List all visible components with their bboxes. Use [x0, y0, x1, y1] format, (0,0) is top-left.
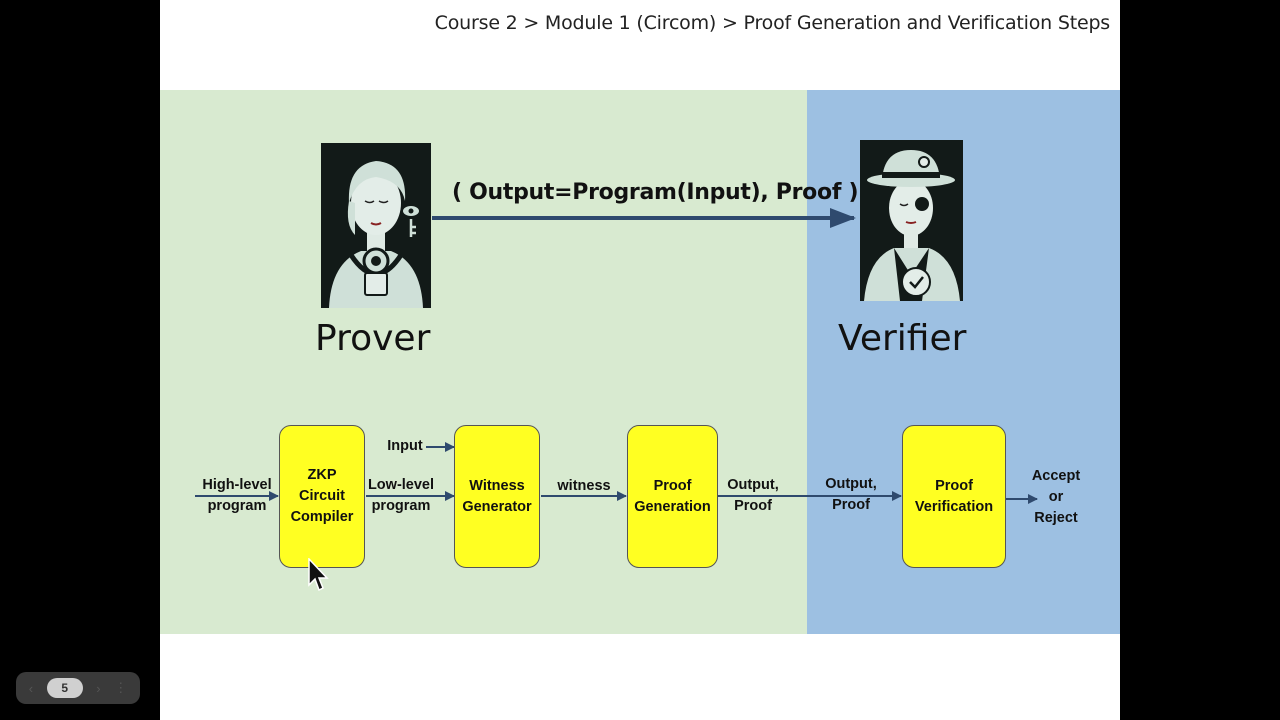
proof-tuple-formula: ( Output=Program(Input), Proof ): [452, 180, 859, 205]
page-navigator: ‹ 5 › ⋮: [16, 672, 140, 704]
verifier-label: Verifier: [838, 318, 967, 359]
input-label: Input: [387, 438, 423, 454]
output-proof-label-verifier: Output,Proof: [825, 476, 877, 513]
mouse-cursor-icon: [308, 558, 329, 592]
prover-label: Prover: [315, 318, 431, 359]
breadcrumb: Course 2 > Module 1 (Circom) > Proof Gen…: [434, 12, 1111, 34]
slide: Course 2 > Module 1 (Circom) > Proof Gen…: [160, 0, 1120, 720]
verifier-portrait-icon: [860, 140, 963, 301]
more-options-icon[interactable]: ⋮: [114, 680, 128, 695]
prev-page-icon[interactable]: ‹: [28, 680, 34, 696]
witness-label: witness: [557, 478, 611, 494]
page-number[interactable]: 5: [46, 678, 83, 698]
flow-arrows: [195, 208, 1038, 504]
next-page-icon[interactable]: ›: [96, 680, 101, 696]
prover-portrait-icon: [321, 143, 431, 308]
output-proof-label: Output,Proof: [727, 477, 779, 514]
